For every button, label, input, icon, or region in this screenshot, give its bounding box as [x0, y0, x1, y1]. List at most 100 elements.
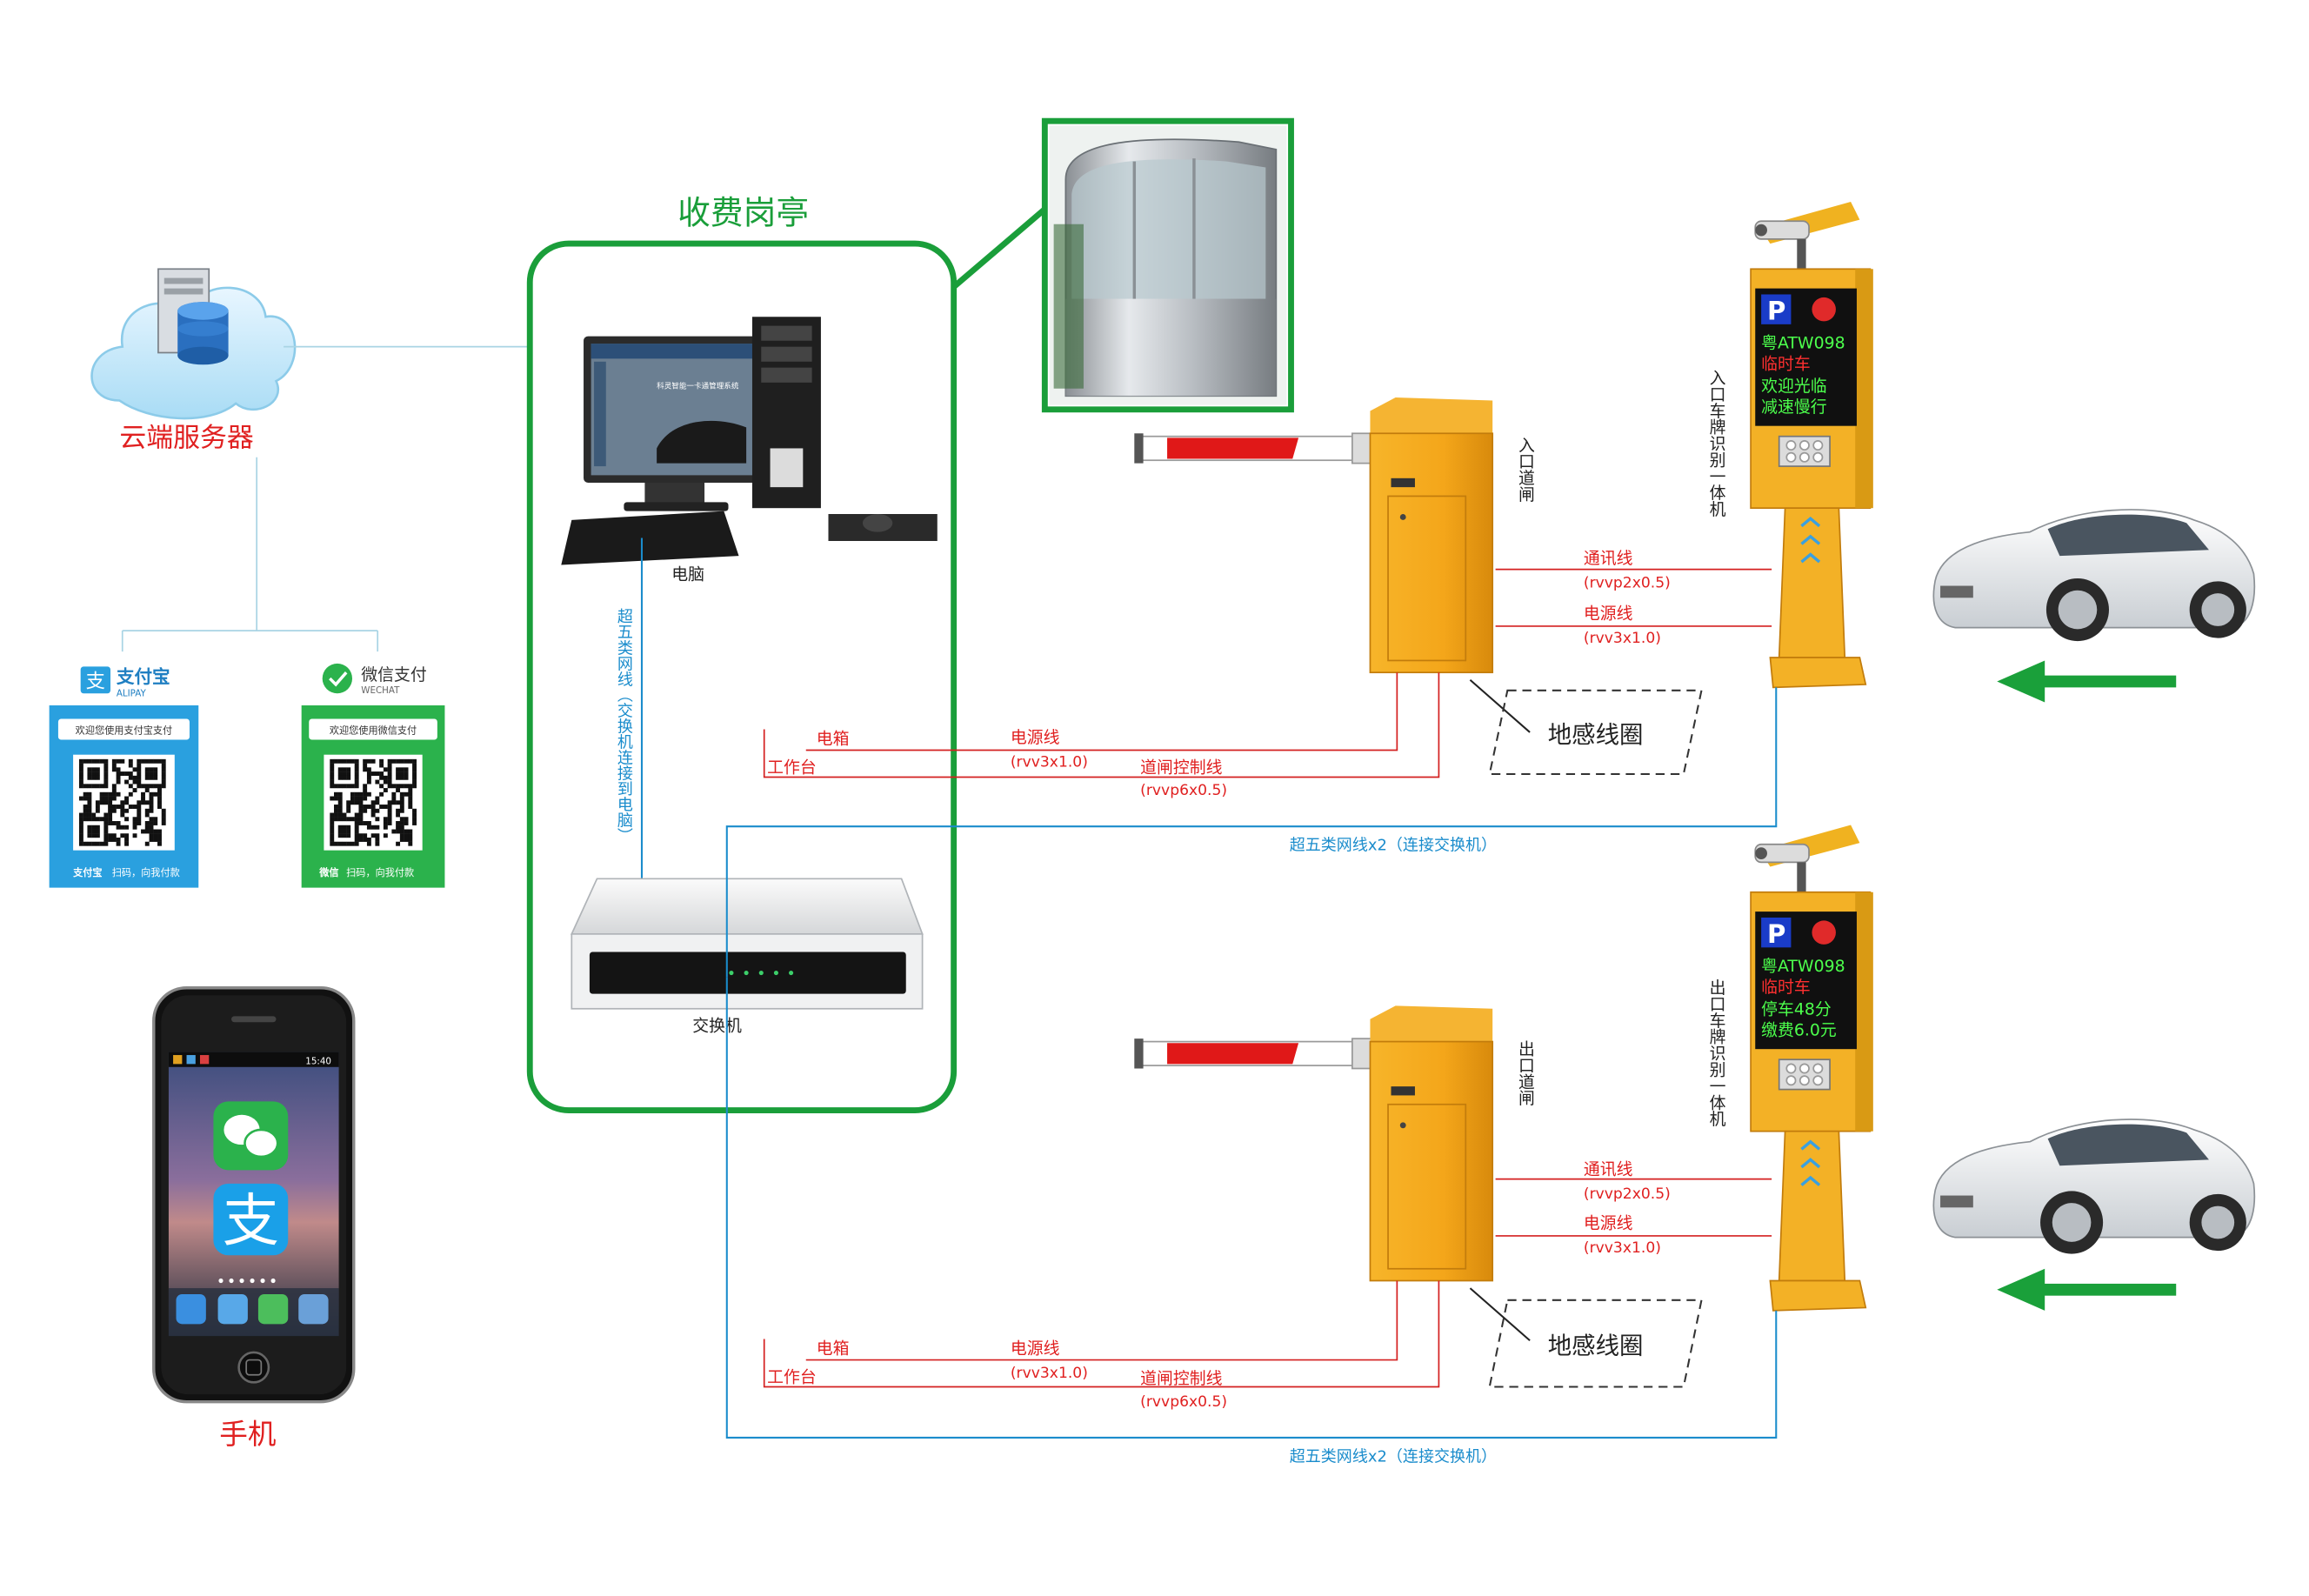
- qr-module: [87, 833, 92, 838]
- qr-module: [161, 775, 166, 780]
- qr-module: [370, 758, 376, 764]
- qr-module: [404, 838, 409, 842]
- mail-icon[interactable]: [298, 1293, 329, 1325]
- qr-module: [95, 808, 100, 813]
- qr-module: [379, 763, 384, 768]
- qr-module: [111, 767, 117, 772]
- qr-module: [408, 841, 413, 846]
- entry-lpr-camera: P 粤ATW098 临时车 欢迎光临 减速慢行: [1750, 201, 1873, 689]
- qr-module: [95, 825, 100, 830]
- qr-module: [132, 821, 137, 825]
- qr-module: [116, 825, 121, 830]
- qr-module: [358, 800, 364, 805]
- qr-module: [87, 841, 92, 846]
- exit-power-line: 电源线: [1584, 1213, 1633, 1232]
- qr-module: [161, 767, 166, 772]
- exit-display-line: 临时车: [1761, 978, 1811, 997]
- qr-module: [87, 825, 92, 830]
- qr-module: [108, 812, 113, 818]
- qr-module: [337, 808, 343, 813]
- wechat-card[interactable]: 微信支付 WECHAT 欢迎您使用微信支付 微信 扫码，向我付款: [301, 663, 445, 888]
- qr-module: [358, 808, 364, 813]
- phone-speaker: [231, 1016, 277, 1023]
- qr-module: [120, 825, 125, 830]
- qr-module: [399, 838, 404, 842]
- qr-module: [137, 779, 142, 785]
- qr-module: [366, 805, 371, 809]
- exit-gate-ctrl: 道闸控制线: [1140, 1369, 1222, 1388]
- alipay-banner: 欢迎您使用支付宝支付: [76, 725, 173, 737]
- qr-module: [408, 796, 413, 801]
- qr-module: [379, 805, 384, 809]
- qr-module: [330, 829, 335, 834]
- qr-module: [337, 775, 343, 780]
- safari-icon[interactable]: [176, 1293, 206, 1325]
- exit-display-line: 粤ATW098: [1761, 957, 1845, 976]
- qr-module: [358, 812, 364, 818]
- qr-module: [161, 817, 166, 822]
- messages-icon[interactable]: [257, 1293, 289, 1325]
- qr-module: [124, 841, 130, 846]
- qr-module: [337, 805, 343, 809]
- qr-module: [363, 838, 368, 842]
- qr-module: [99, 841, 104, 846]
- qr-module: [330, 758, 335, 764]
- qr-module: [116, 758, 121, 764]
- qr-module: [149, 771, 154, 776]
- qr-module: [391, 800, 397, 805]
- switch-label: 交换机: [692, 1017, 742, 1036]
- qr-module: [408, 838, 413, 842]
- qr-module: [141, 784, 145, 789]
- qr-module: [387, 771, 392, 776]
- qr-module: [387, 775, 392, 780]
- qr-module: [379, 791, 384, 797]
- alipay-card[interactable]: 支 支付宝 ALIPAY 欢迎您使用支付宝支付 支付宝 扫码，向我付款: [49, 666, 199, 888]
- qr-module: [124, 771, 130, 776]
- qr-module: [87, 817, 92, 822]
- qr-module: [91, 758, 97, 764]
- qr-module: [330, 833, 335, 838]
- qr-module: [103, 825, 109, 830]
- qr-module: [346, 771, 351, 776]
- browser-icon[interactable]: [217, 1293, 248, 1325]
- qr-module: [161, 758, 166, 764]
- qr-module: [370, 808, 376, 813]
- server-icon: [157, 268, 229, 365]
- entry-loop-leader: [1469, 679, 1531, 733]
- qr-module: [99, 817, 104, 822]
- qr-module: [337, 841, 343, 846]
- qr-module: [366, 838, 371, 842]
- qr-module: [404, 791, 409, 797]
- qr-module: [78, 829, 83, 834]
- exit-box-label: 电箱: [817, 1339, 850, 1359]
- qr-module: [412, 808, 417, 813]
- qr-module: [399, 829, 404, 834]
- qr-module: [358, 833, 364, 838]
- alipay-logo-glyph: 支: [86, 670, 105, 692]
- qr-module: [128, 775, 133, 780]
- phone-home-button[interactable]: [237, 1351, 270, 1384]
- booth-title: 收费岗亭: [677, 194, 809, 232]
- qr-module: [124, 825, 130, 830]
- qr-module: [157, 838, 162, 842]
- qr-module: [342, 833, 347, 838]
- qr-module: [103, 796, 109, 801]
- qr-module: [375, 817, 380, 822]
- exit-direction-arrow: [1997, 1268, 2177, 1311]
- qr-module: [78, 833, 83, 838]
- exit-camera-label: 出口车牌识别一体机: [1707, 978, 1726, 1126]
- qr-module: [387, 784, 392, 789]
- qr-module: [366, 821, 371, 825]
- qr-module: [149, 775, 154, 780]
- qr-module: [87, 784, 92, 789]
- qr-module: [399, 825, 404, 830]
- qr-module: [83, 841, 88, 846]
- qr-module: [111, 788, 117, 792]
- qr-module: [330, 812, 335, 818]
- alipay-app-glyph: 支: [223, 1188, 279, 1254]
- entry-gate-ctrl-spec: (rvvp6x0.5): [1140, 782, 1227, 799]
- entry-network-label: 超五类网线x2（连接交换机）: [1290, 837, 1497, 855]
- alipay-app-icon[interactable]: [213, 1183, 289, 1256]
- network-switch: 交换机: [570, 878, 924, 1036]
